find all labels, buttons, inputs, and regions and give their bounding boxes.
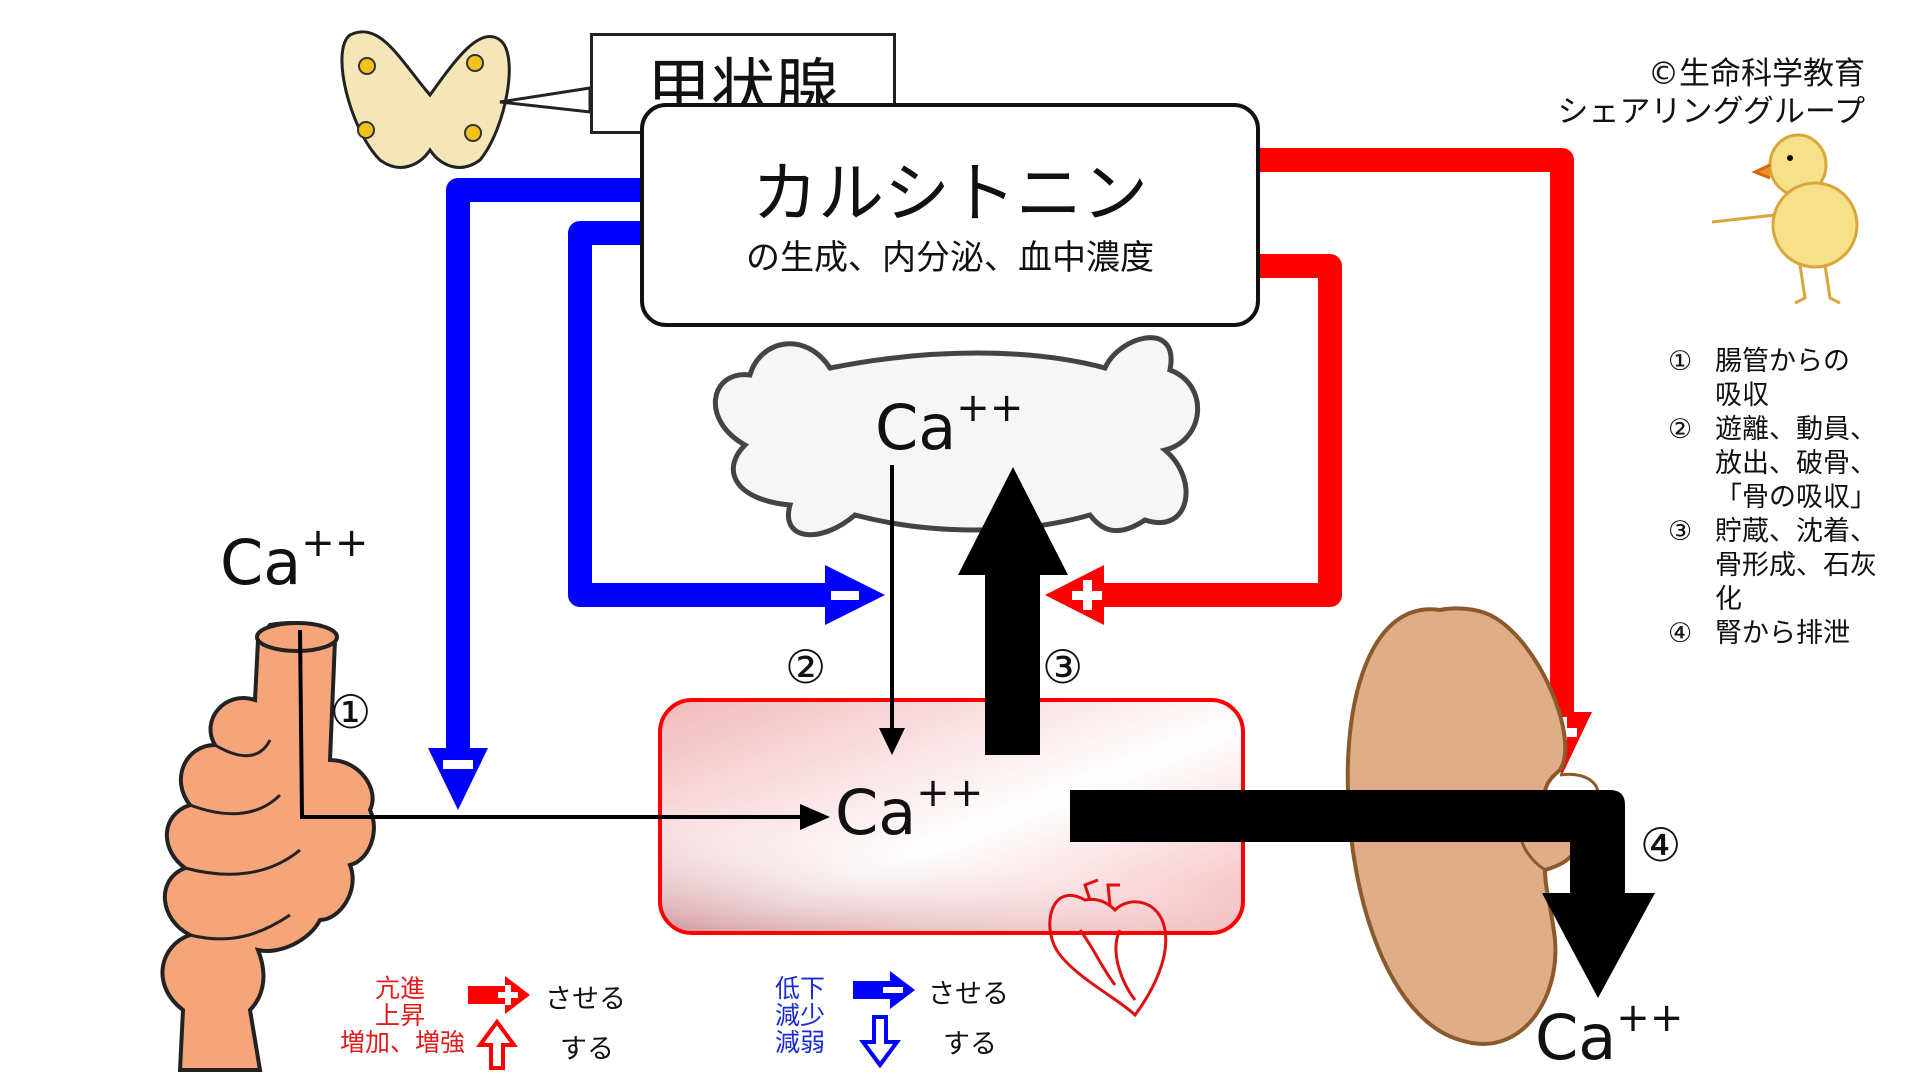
flow-intestine-arrowhead (800, 804, 830, 830)
key-decrease-terms: 低下 減少 減弱 (775, 975, 825, 1056)
stimulate-path-to-bone-storage (1097, 254, 1342, 607)
calcium-label-intestine: Ca++ (220, 520, 368, 599)
inhibit-path-to-bone-release (568, 221, 832, 607)
key-term: 低下 (775, 974, 826, 1003)
flow-bone-release-arrowhead (879, 728, 905, 755)
calcium-label-urine: Ca++ (1535, 995, 1683, 1074)
hormone-description: の生成、内分泌、血中濃度 (746, 238, 1154, 278)
legend-item: ④ 腎から排泄 (1668, 617, 1877, 651)
calcium-label-bone: Ca++ (875, 385, 1023, 464)
thyroid-gland-icon (340, 30, 511, 169)
hormone-name: カルシトニン (752, 155, 1148, 232)
ca-symbol: Ca (220, 526, 302, 599)
key-term: 上昇 (374, 1001, 425, 1030)
legend-item: ② 遊離、動員、 放出、破骨、 「骨の吸収」 (1668, 413, 1877, 515)
step-number-4: ④ (1640, 818, 1682, 872)
chick-icon (1711, 133, 1859, 305)
step-number-2: ② (785, 640, 827, 694)
heart-icon (1048, 878, 1168, 1018)
legend-text: 腎から排泄 (1715, 618, 1850, 649)
key-decrease-arrow (859, 1015, 901, 1069)
key-become-label-blue: する (943, 1029, 997, 1060)
plus-sign-bone-storage (1072, 580, 1102, 610)
minus-sign-bone-release (831, 591, 859, 600)
legend-text: 貯蔵、沈着、 骨形成、石灰 化 (1715, 516, 1877, 615)
legend-number: ② (1668, 414, 1693, 445)
legend-number: ④ (1668, 618, 1693, 649)
ca-charge: ++ (956, 385, 1024, 431)
ca-charge: ++ (916, 770, 984, 816)
ca-symbol: Ca (1535, 1001, 1617, 1074)
key-term: 減少 (775, 1001, 826, 1030)
step-number-1: ① (330, 685, 372, 739)
ca-symbol: Ca (875, 391, 957, 464)
ca-symbol: Ca (835, 776, 917, 849)
hormone-box (640, 103, 1260, 327)
key-cause-label-blue: させる (928, 979, 1009, 1010)
legend-number: ① (1668, 346, 1693, 377)
key-cause-label-red: させる (545, 984, 626, 1015)
inhibit-arrowhead-intestine (428, 748, 488, 810)
legend-item: ③ 貯蔵、沈着、 骨形成、石灰 化 (1668, 515, 1877, 617)
legend-item: ① 腸管からの 吸収 (1668, 345, 1877, 413)
credit-line-1: ©生命科学教育 (1648, 56, 1865, 92)
flow-bone-storage (958, 467, 1068, 755)
key-term: 減弱 (775, 1028, 826, 1057)
minus-sign-intestine (443, 760, 473, 769)
ca-charge: ++ (1616, 995, 1684, 1041)
key-term: 亢進 (374, 974, 425, 1003)
legend-text: 腸管からの 吸収 (1715, 346, 1850, 411)
process-legend: ① 腸管からの 吸収 ② 遊離、動員、 放出、破骨、 「骨の吸収」 ③ 貯蔵、沈… (1668, 345, 1877, 651)
step-number-3: ③ (1042, 640, 1084, 694)
bone-icon (713, 335, 1200, 538)
calcium-label-blood: Ca++ (835, 770, 983, 849)
credit: ©生命科学教育 シェアリンググループ (1500, 55, 1865, 131)
key-term: 増加、増強 (339, 1028, 465, 1057)
key-increase-arrow (476, 1018, 518, 1070)
key-increase-terms: 亢進 上昇 増加、増強 (325, 975, 465, 1056)
stimulate-path-to-kidney (1254, 148, 1574, 720)
flow-intestine-to-blood (298, 629, 805, 819)
flow-renal-excretion (1070, 790, 1655, 998)
ca-charge: ++ (301, 520, 369, 566)
thyroid-callout-pointer (499, 86, 592, 114)
legend-text: 遊離、動員、 放出、破骨、 「骨の吸収」 (1715, 414, 1877, 513)
key-stimulate-arrow (468, 976, 530, 1014)
key-become-label-red: する (560, 1034, 614, 1065)
intestine-icon (160, 621, 376, 1072)
credit-line-2: シェアリンググループ (1557, 94, 1865, 130)
legend-number: ③ (1668, 516, 1693, 547)
inhibit-path-to-intestine (446, 178, 640, 755)
key-inhibit-arrow (853, 971, 915, 1009)
